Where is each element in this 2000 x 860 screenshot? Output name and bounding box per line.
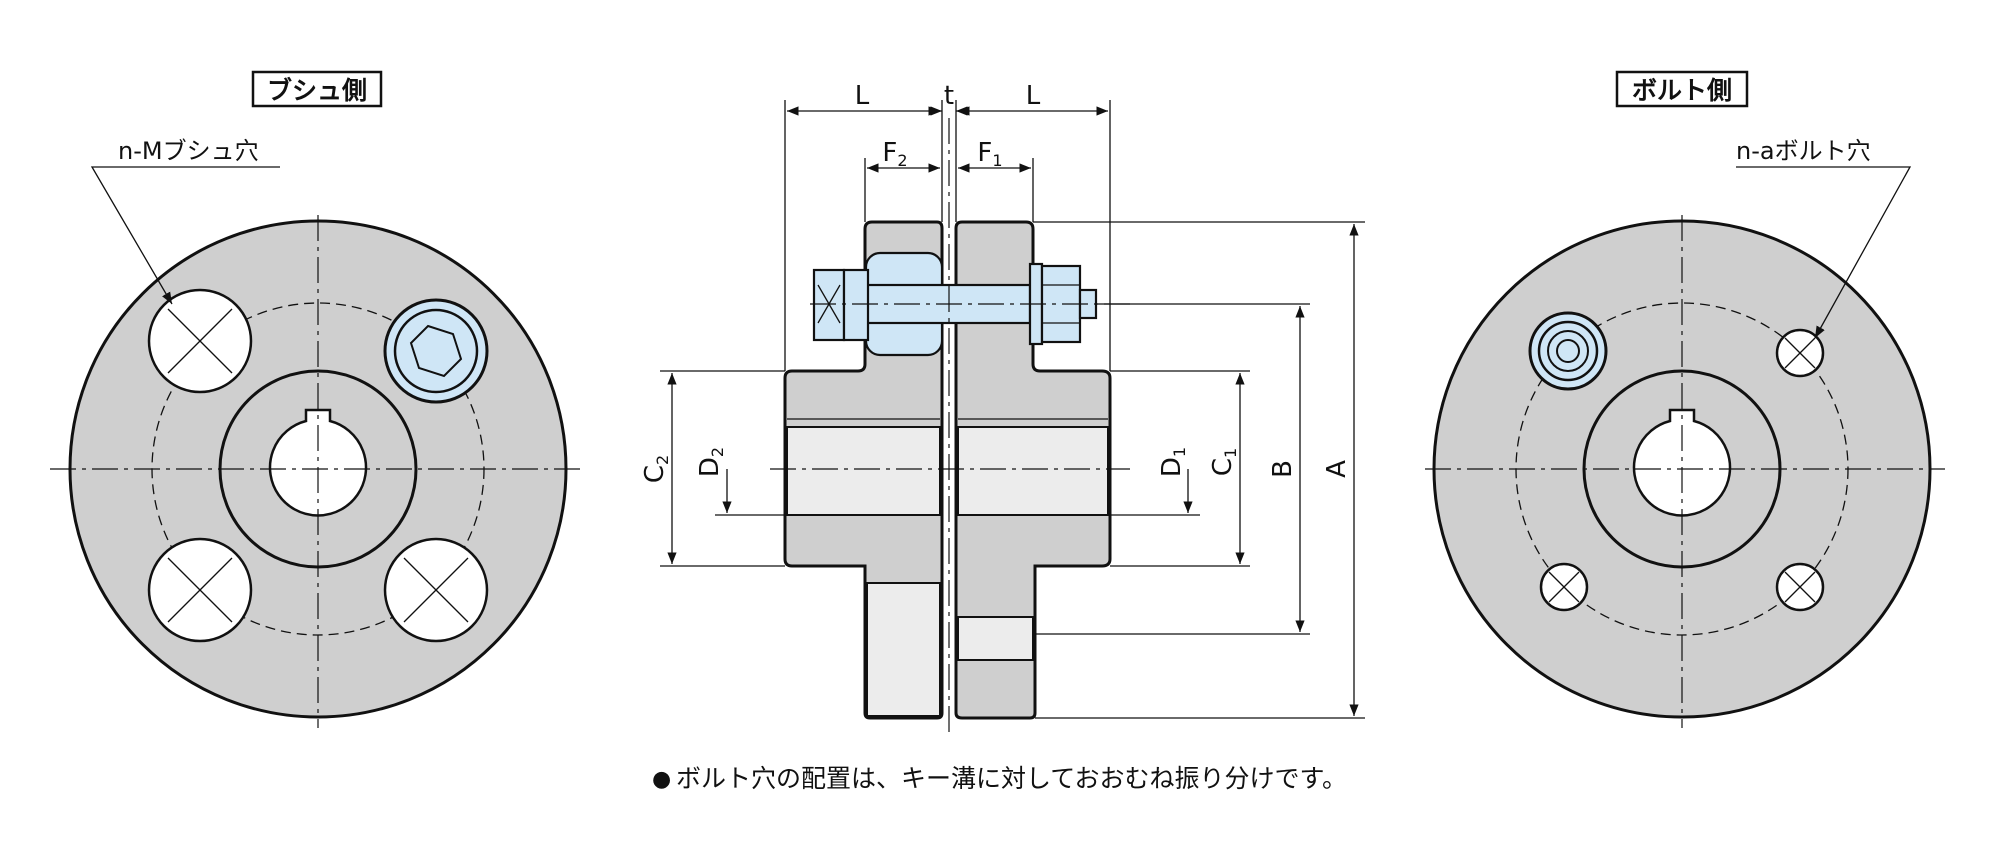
dim-F2-label: F2 [882, 138, 907, 170]
bolt-side-title-box [1615, 70, 1749, 108]
dim-D2-label: D2 [695, 447, 727, 477]
dim-L-left-label: L [855, 81, 870, 111]
right-bore [957, 426, 1109, 516]
note-text: ボルト穴の配置は、キー溝に対しておおむね振り分けです。 [676, 764, 1347, 793]
installed-bush-icon [383, 298, 489, 404]
bolt-hole-leader [1736, 166, 1912, 339]
installed-bolt-icon [1528, 311, 1608, 391]
bush-hole-leader [90, 166, 280, 305]
bush-hole-label: n-Mブシュ穴 [118, 137, 259, 165]
dim-C1-label: C1 [1208, 448, 1240, 476]
bolt-hole-section [957, 616, 1034, 661]
bolt-hole [1775, 562, 1825, 612]
bush-side-title-box [251, 70, 383, 108]
bolt-head [812, 268, 846, 342]
bolt-side-view: ボルト側 n-aボルト穴 [1425, 70, 1945, 728]
bush-side-view: ブシュ側 [50, 70, 585, 728]
bolt-side-bore [1632, 408, 1732, 517]
bush-hole [147, 288, 253, 394]
bush-side-bore [268, 408, 368, 517]
dim-C2-label: C2 [640, 455, 672, 483]
bush-side-title: ブシュ側 [267, 76, 367, 105]
dim-D1-label: D1 [1157, 447, 1189, 477]
dim-t-label: t [944, 81, 954, 111]
dim-F1-label: F1 [977, 138, 1002, 170]
bolt-hole [1539, 562, 1589, 612]
bush-hole [383, 537, 489, 643]
bolt-hole [1775, 328, 1825, 378]
dim-A-label: A [1322, 460, 1352, 478]
bush-hole [147, 537, 253, 643]
left-bore [786, 426, 941, 516]
bolt-side-title: ボルト側 [1632, 76, 1732, 105]
bolt-hole-label: n-aボルト穴 [1736, 137, 1871, 165]
section-view: L t L F2 F1 C2 D2 D1 C1 [640, 81, 1365, 735]
note-bullet: ● [652, 767, 671, 792]
dim-B-label: B [1268, 460, 1298, 478]
dim-L-right-label: L [1026, 81, 1041, 111]
note: ● ボルト穴の配置は、キー溝に対しておおむね振り分けです。 [652, 764, 1347, 793]
bush-hole-section [866, 582, 941, 717]
